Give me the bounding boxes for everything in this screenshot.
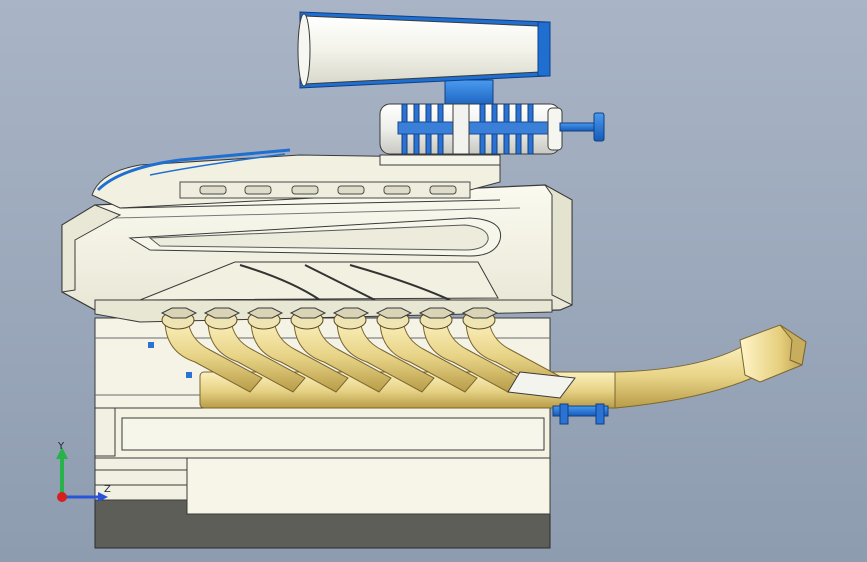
air-scoop[interactable] — [297, 11, 551, 89]
engine-base[interactable] — [94, 399, 551, 549]
header-runners[interactable] — [148, 307, 576, 399]
triad-axes-icon — [56, 447, 108, 502]
y-axis-label: Y — [58, 441, 65, 452]
cylinder-head[interactable] — [61, 184, 573, 323]
coordinate-triad: Y Z — [40, 435, 130, 510]
valve-cover[interactable] — [91, 148, 521, 219]
origin-dot — [57, 492, 67, 502]
supercharger[interactable] — [379, 79, 605, 155]
z-axis-label: Z — [104, 484, 111, 495]
